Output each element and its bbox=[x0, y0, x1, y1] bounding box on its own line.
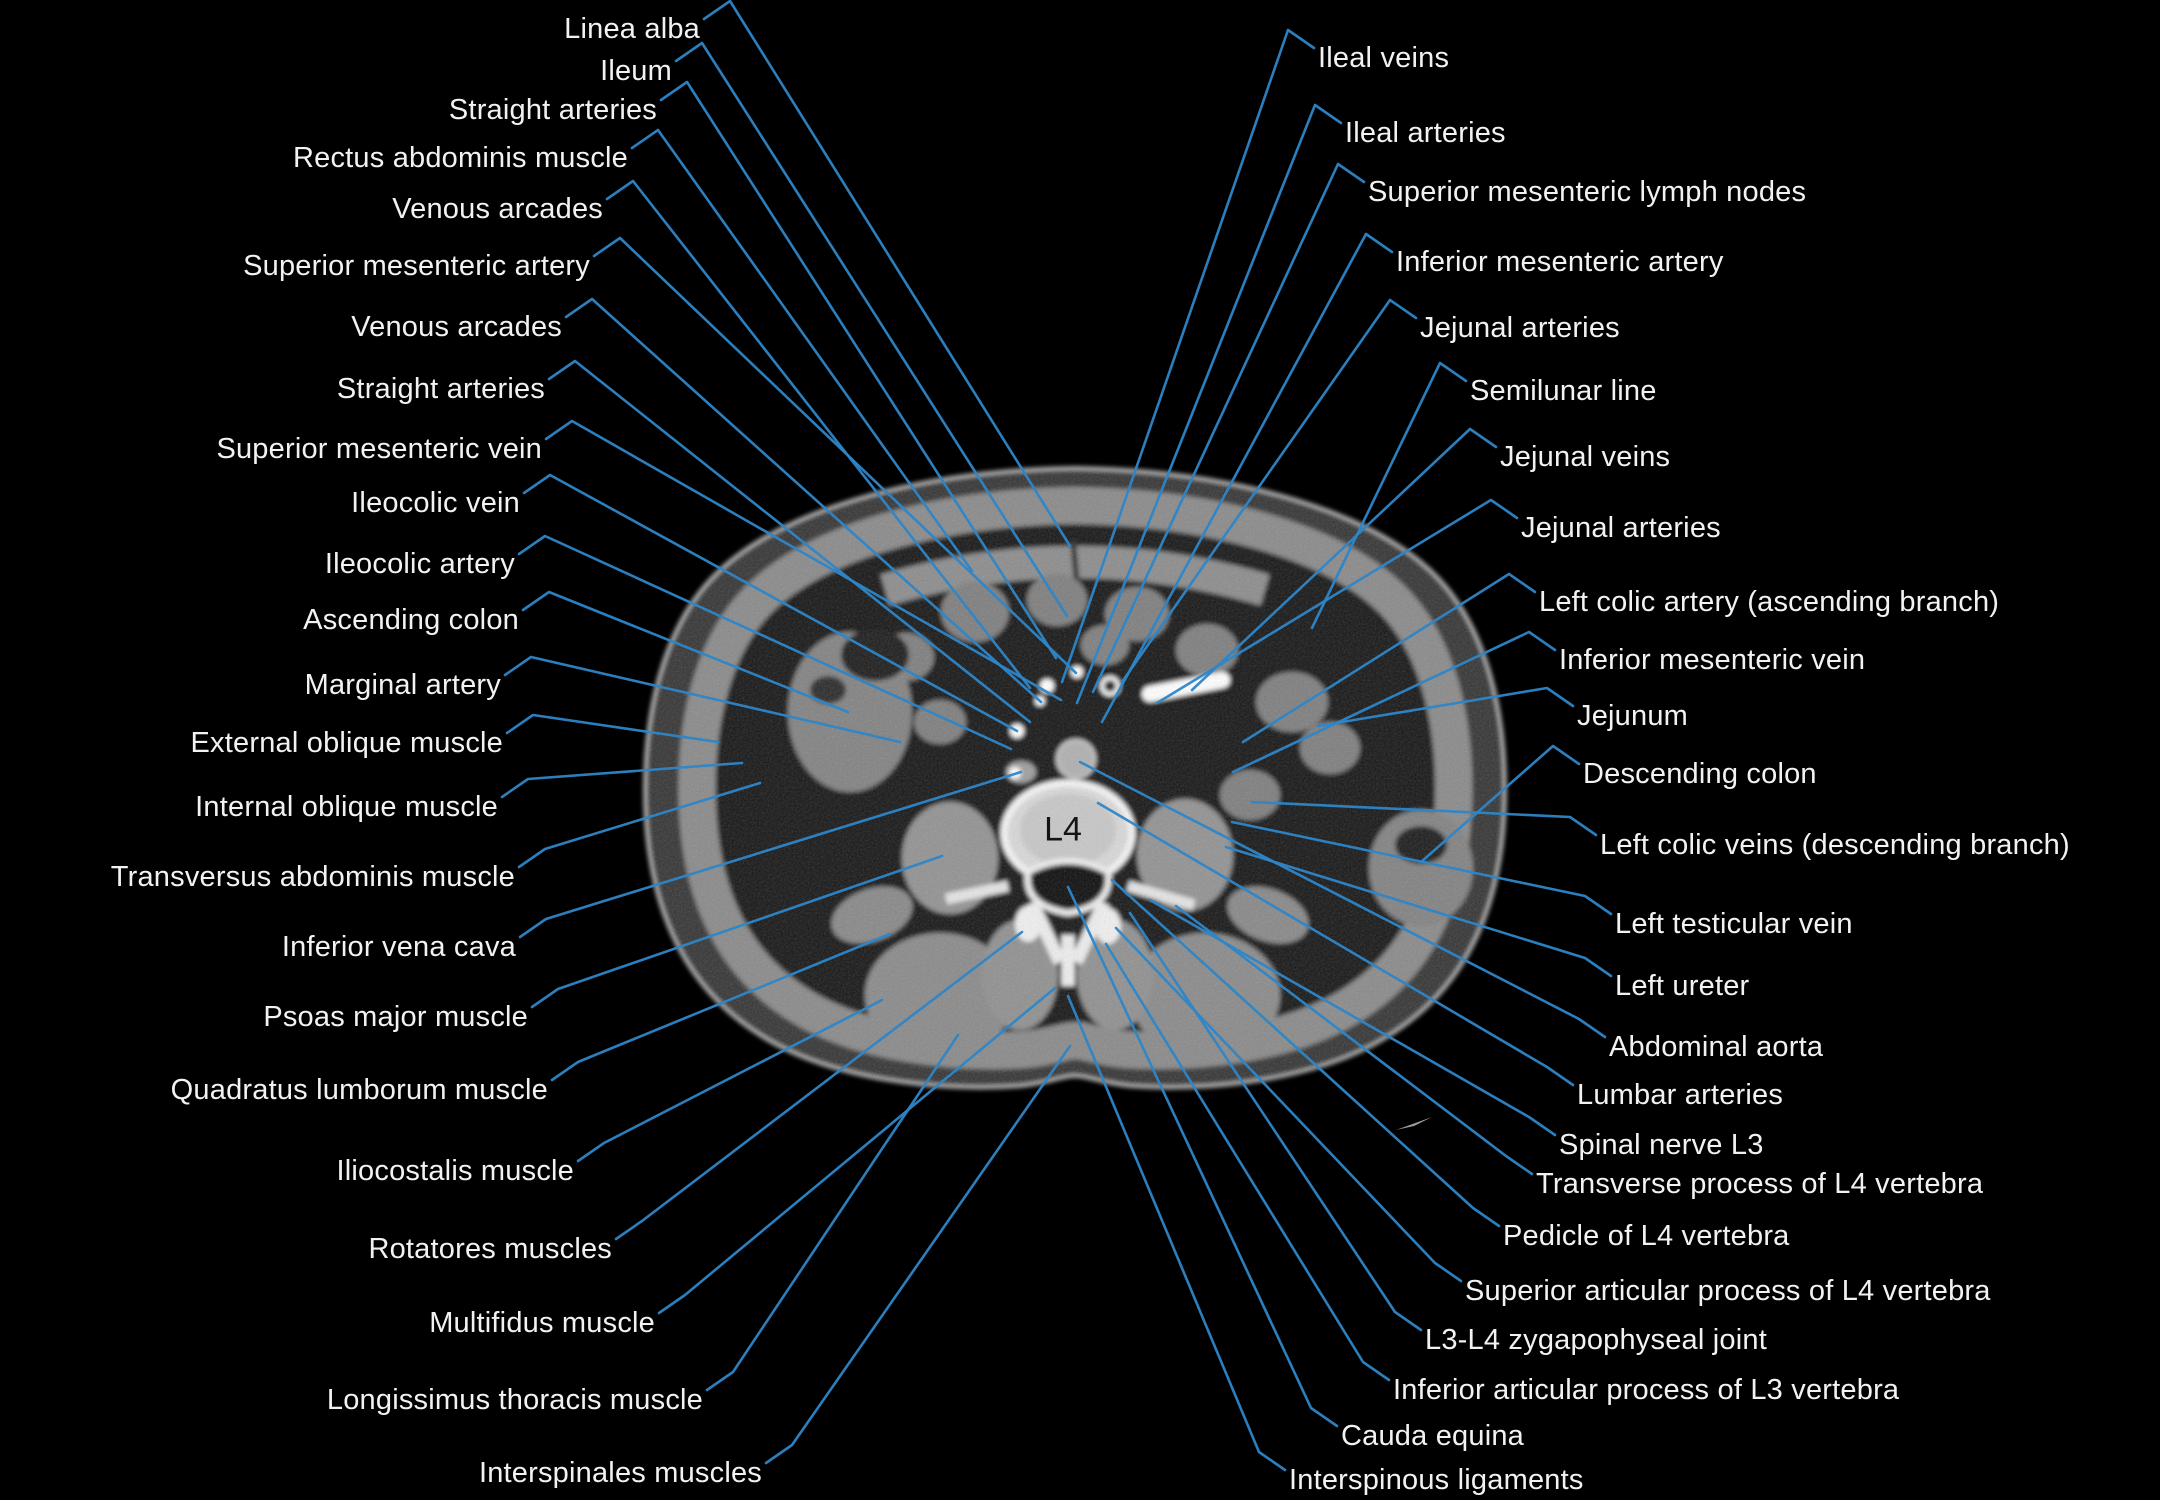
leader-line-right-2 bbox=[1091, 162, 1366, 694]
ct-noise-overlay bbox=[645, 468, 1505, 1088]
leader-line-left-19 bbox=[576, 998, 884, 1163]
leader-line-left-6 bbox=[564, 297, 1043, 704]
leader-line-left-7 bbox=[547, 359, 1032, 724]
leader-line-right-13 bbox=[1230, 820, 1613, 916]
leader-line-left-9 bbox=[522, 473, 1019, 733]
leader-line-left-13 bbox=[505, 713, 720, 744]
leader-line-right-14 bbox=[1224, 845, 1613, 978]
leader-line-left-1 bbox=[674, 41, 1069, 618]
leader-line-right-12 bbox=[1250, 800, 1598, 837]
leader-line-right-11 bbox=[1419, 744, 1581, 864]
leader-line-right-19 bbox=[1110, 878, 1501, 1228]
leader-line-right-20 bbox=[1114, 926, 1463, 1283]
leader-line-right-4 bbox=[1120, 298, 1418, 684]
leader-line-left-2 bbox=[659, 80, 1058, 660]
leader-line-left-8 bbox=[544, 419, 1063, 702]
leader-line-right-3 bbox=[1100, 232, 1394, 724]
leader-line-left-20 bbox=[614, 930, 1024, 1241]
leader-line-right-17 bbox=[1148, 898, 1557, 1137]
leader-line-left-18 bbox=[550, 932, 892, 1082]
leader-line-left-21 bbox=[657, 986, 1057, 1315]
leader-line-right-15 bbox=[1078, 760, 1607, 1039]
leader-line-right-8 bbox=[1241, 572, 1537, 744]
leader-line-right-18 bbox=[1174, 904, 1534, 1176]
leader-line-left-17 bbox=[530, 854, 944, 1009]
leader-line-right-10 bbox=[1316, 686, 1575, 728]
leader-line-left-15 bbox=[517, 781, 762, 869]
leader-line-left-5 bbox=[592, 236, 1078, 675]
leader-line-right-24 bbox=[1066, 994, 1287, 1472]
leader-line-left-23 bbox=[764, 1044, 1072, 1465]
leader-line-right-23 bbox=[1066, 885, 1339, 1428]
leader-line-right-9 bbox=[1231, 630, 1557, 774]
leader-line-left-22 bbox=[705, 1033, 960, 1392]
leader-line-left-11 bbox=[521, 590, 850, 714]
leader-line-left-14 bbox=[500, 761, 744, 799]
leader-line-left-3 bbox=[630, 128, 974, 573]
leader-line-right-6 bbox=[1190, 427, 1498, 692]
leader-line-right-7 bbox=[1155, 498, 1519, 705]
leader-lines bbox=[500, 0, 1613, 1472]
leader-line-left-16 bbox=[518, 770, 1023, 939]
leader-line-left-10 bbox=[517, 534, 1013, 751]
leader-line-left-0 bbox=[702, 0, 1072, 548]
leader-line-right-16 bbox=[1096, 801, 1575, 1087]
leader-line-right-22 bbox=[1104, 942, 1391, 1382]
leader-line-right-5 bbox=[1310, 361, 1468, 630]
leader-line-right-0 bbox=[1060, 28, 1316, 684]
cursor-arrow-icon bbox=[1396, 1117, 1432, 1130]
leader-line-left-4 bbox=[605, 179, 1032, 690]
leader-line-right-1 bbox=[1075, 103, 1343, 705]
leader-line-right-21 bbox=[1128, 911, 1423, 1332]
leader-line-left-12 bbox=[503, 655, 902, 744]
